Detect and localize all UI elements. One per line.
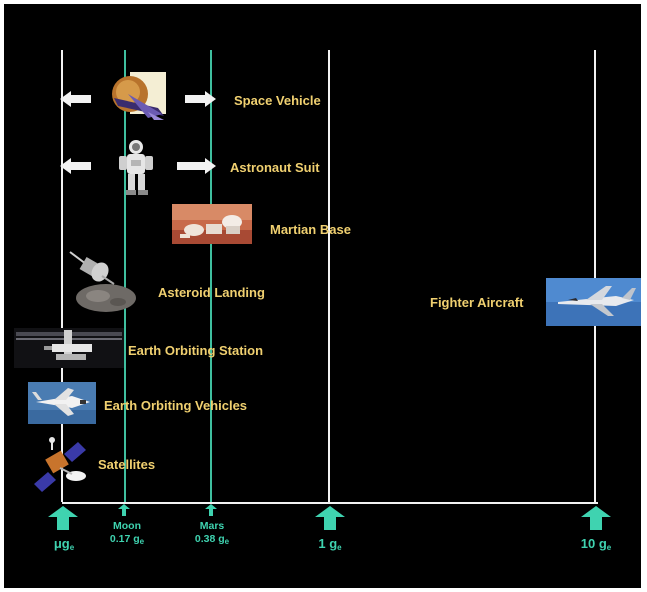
- moon-arrow-icon: [118, 504, 130, 516]
- micro-g-line: [61, 50, 63, 502]
- mars-line: [210, 50, 212, 502]
- label-earth-orbiting-vehicles: Earth Orbiting Vehicles: [104, 398, 248, 413]
- micro-g-arrow-icon: [48, 506, 78, 530]
- ten-g-arrow-icon: [581, 506, 611, 530]
- mars-base-image: [172, 204, 252, 244]
- one-g-arrow-icon: [315, 506, 345, 530]
- tick-mars: Mars 0.38 ge: [194, 520, 230, 546]
- spacecraft-image: [112, 72, 166, 120]
- tick-moon: Moon 0.17 ge: [109, 520, 145, 546]
- one-g-line: [328, 50, 330, 502]
- label-astronaut-suit: Astronaut Suit: [230, 160, 320, 175]
- tick-micro-g: μge: [53, 536, 75, 552]
- diagram-panel: Space Vehicle Astronaut Suit Martian Bas…: [4, 4, 641, 588]
- fighter-jet-image: [546, 278, 641, 326]
- tick-ten-g: 10 ge: [580, 536, 612, 552]
- g-axis-baseline: [62, 502, 598, 504]
- right-arrow-icon: [177, 158, 216, 174]
- label-earth-orbiting-station: Earth Orbiting Station: [128, 343, 264, 358]
- asteroid-probe-image: [69, 251, 136, 312]
- mars-arrow-icon: [205, 504, 217, 516]
- left-arrow-icon: [60, 91, 91, 107]
- ten-g-line: [594, 50, 596, 502]
- label-satellites: Satellites: [98, 457, 156, 472]
- space-station-image: [14, 328, 124, 368]
- moon-line: [124, 50, 126, 502]
- left-arrow-icon: [60, 158, 91, 174]
- space-shuttle-image: [28, 382, 96, 424]
- label-space-vehicle: Space Vehicle: [234, 93, 321, 108]
- tick-one-g: 1 ge: [318, 536, 342, 552]
- label-fighter-aircraft: Fighter Aircraft: [430, 295, 524, 310]
- astronaut-image: [119, 140, 153, 195]
- label-martian-base: Martian Base: [270, 222, 351, 237]
- satellite-image: [34, 437, 86, 492]
- label-asteroid-landing: Asteroid Landing: [158, 285, 265, 300]
- right-arrow-icon: [185, 91, 216, 107]
